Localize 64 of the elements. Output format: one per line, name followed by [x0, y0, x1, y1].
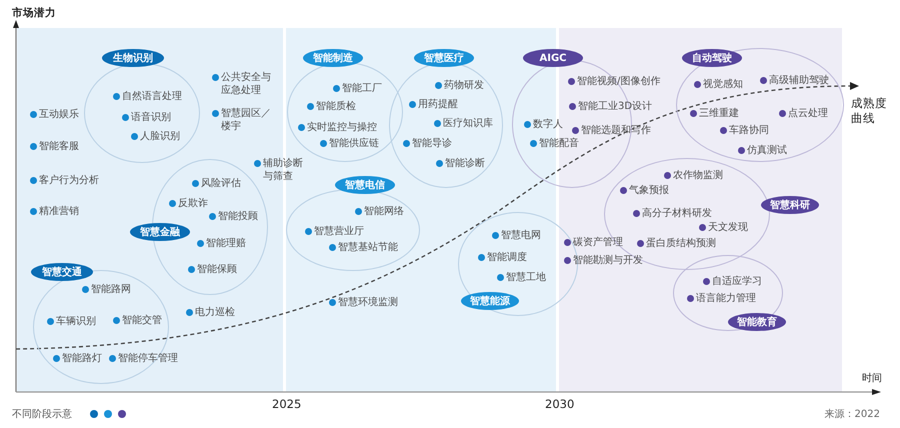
item-label: 药物研发	[444, 78, 484, 92]
item-label: 辅助诊断与筛查	[263, 156, 304, 182]
item-label: 智能停车管理	[118, 352, 178, 364]
tick-label: 2030	[545, 397, 574, 412]
item-label: 智能配音	[539, 136, 579, 150]
item-label: 智能客服	[39, 140, 79, 152]
item-label: 客户行为分析	[39, 174, 99, 186]
item-label: 智慧环境监测	[338, 296, 398, 308]
item-label: 高分子材料研发	[642, 206, 712, 220]
item-label: 语音识别	[131, 110, 171, 124]
axis-label: 时间	[862, 372, 882, 386]
item-label: 智能保顾	[197, 262, 237, 276]
item-label: 实时监控与操控	[307, 120, 377, 134]
item-label: 智能视频/图像创作	[577, 74, 660, 88]
item-label: 自然语言处理	[122, 90, 182, 102]
item-label: 农作物监测	[673, 168, 723, 182]
item-label: 智能网络	[364, 204, 404, 218]
item-label: 智能路网	[91, 282, 131, 296]
item-label: 语言能力管理	[696, 292, 756, 304]
item-label: 数字人	[533, 118, 563, 130]
tick-label: 2025	[272, 397, 302, 412]
axis-label: 市场潜力	[12, 6, 56, 20]
item-label: 智能供应链	[329, 136, 379, 150]
item-label: 智能导诊	[412, 136, 452, 150]
source-note: 来源：2022	[824, 408, 880, 421]
curve-label: 成熟度曲线	[851, 96, 888, 126]
item-label: 视觉感知	[703, 78, 743, 90]
item-label: 智能路灯	[62, 352, 102, 364]
item-label: 智能工业3D设计	[578, 100, 652, 112]
item-label: 高级辅助驾驶	[769, 74, 829, 86]
legend-title: 不同阶段示意	[12, 408, 72, 421]
item-label: 反欺诈	[178, 196, 208, 210]
item-label: 智能工厂	[342, 82, 382, 94]
item-label: 用药提醒	[418, 98, 458, 110]
item-label: 精准营销	[39, 204, 79, 218]
item-label: 蛋白质结构预测	[646, 236, 716, 250]
item-label: 人脸识别	[140, 130, 180, 142]
item-label: 仿真测试	[747, 144, 787, 156]
item-label: 智能理赔	[206, 236, 246, 250]
item-label: 碳资产管理	[573, 236, 623, 248]
item-label: 风险评估	[201, 176, 241, 190]
item-label: 医疗知识库	[443, 116, 493, 130]
item-label: 智能调度	[487, 250, 527, 264]
item-label: 天文发现	[708, 220, 748, 234]
item-label: 互动娱乐	[39, 108, 79, 120]
item-label: 智慧工地	[506, 270, 546, 284]
item-label: 智能诊断	[445, 156, 485, 170]
item-label: 自适应学习	[712, 274, 762, 288]
item-label: 车辆识别	[56, 314, 96, 328]
item-label: 点云处理	[788, 106, 828, 120]
item-label: 智慧电网	[501, 228, 541, 242]
item-label: 智能质检	[316, 100, 356, 112]
item-label: 智慧营业厅	[314, 224, 364, 238]
item-label: 电力巡检	[195, 306, 235, 318]
item-label: 智能选题和写作	[581, 124, 651, 136]
item-label: 智能勘测与开发	[573, 254, 643, 266]
item-label: 车路协同	[729, 124, 769, 136]
item-label: 三维重建	[699, 106, 739, 120]
item-label: 智慧园区／楼宇	[221, 106, 272, 132]
item-label: 智能投顾	[218, 210, 258, 222]
item-label: 智慧基站节能	[338, 240, 398, 254]
item-label: 智能交管	[122, 314, 162, 326]
item-label: 气象预报	[629, 184, 669, 196]
item-label: 公共安全与应急处理	[221, 70, 272, 96]
